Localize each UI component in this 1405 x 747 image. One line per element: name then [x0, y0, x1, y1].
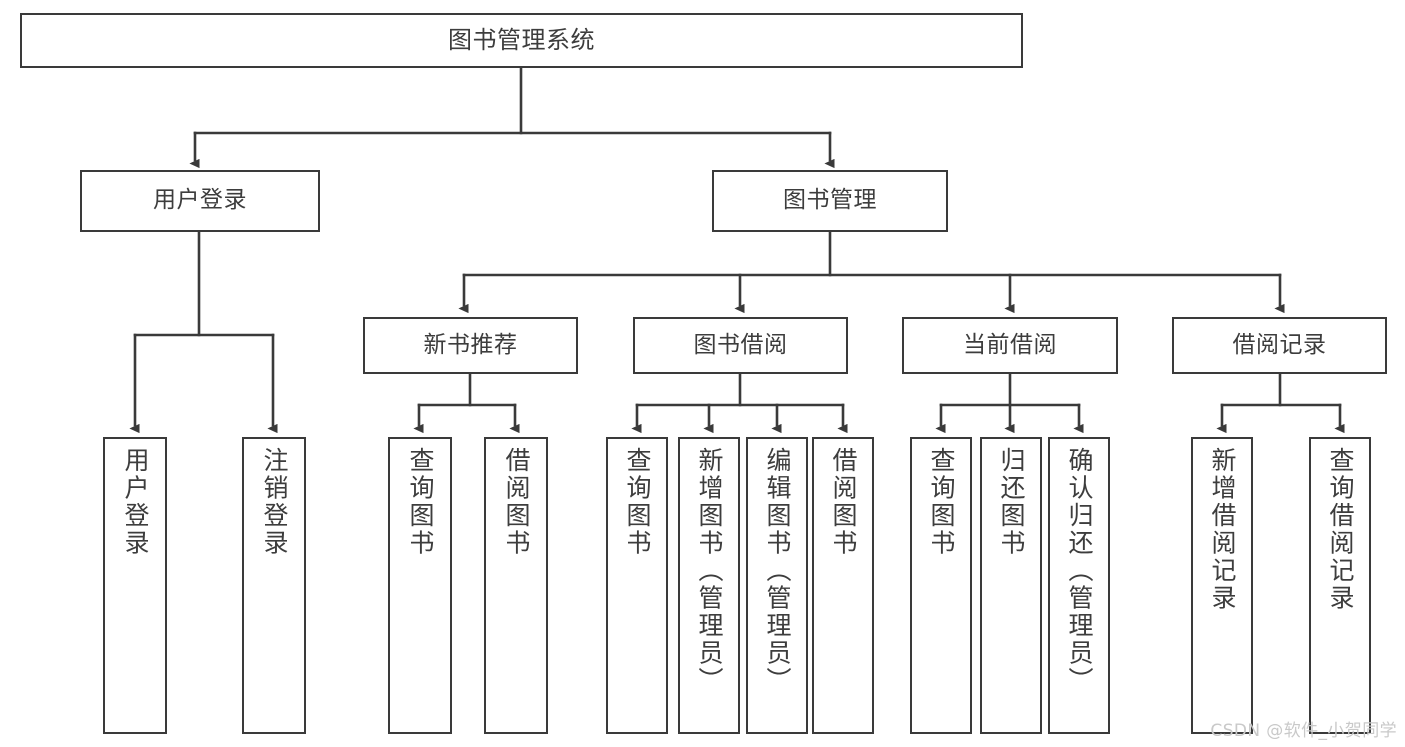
node-label: 编辑图书（管理员） — [763, 447, 792, 695]
node-book-borrow[interactable]: 图书借阅 — [633, 317, 848, 374]
node-label: 新书推荐 — [423, 331, 518, 358]
node-leaf-query-book-2[interactable]: 查询图书 — [606, 437, 668, 734]
node-label: 注销登录 — [260, 447, 289, 557]
node-leaf-add-book[interactable]: 新增图书（管理员） — [678, 437, 740, 734]
node-label: 查询图书 — [927, 447, 956, 557]
csdn-watermark: CSDN @软件_小贺同学 — [1210, 721, 1397, 741]
node-leaf-confirm-return[interactable]: 确认归还（管理员） — [1048, 437, 1110, 734]
node-label: 借阅图书 — [829, 447, 858, 557]
node-label: 查询图书 — [623, 447, 652, 557]
node-label: 图书借阅 — [693, 331, 788, 358]
node-leaf-query-record[interactable]: 查询借阅记录 — [1309, 437, 1371, 734]
node-label: 图书管理 — [783, 187, 877, 214]
node-label: 新增借阅记录 — [1208, 447, 1237, 612]
node-leaf-borrow-book-1[interactable]: 借阅图书 — [484, 437, 548, 734]
node-label: 图书管理系统 — [448, 26, 595, 55]
node-current-borrow[interactable]: 当前借阅 — [902, 317, 1118, 374]
node-leaf-query-book-3[interactable]: 查询图书 — [910, 437, 972, 734]
node-leaf-return-book[interactable]: 归还图书 — [980, 437, 1042, 734]
node-label: 当前借阅 — [963, 331, 1057, 358]
node-label: 查询图书 — [406, 447, 435, 557]
node-user-login[interactable]: 用户登录 — [80, 170, 320, 232]
node-leaf-query-book-1[interactable]: 查询图书 — [388, 437, 452, 734]
node-new-book-recommend[interactable]: 新书推荐 — [363, 317, 578, 374]
node-book-management[interactable]: 图书管理 — [712, 170, 948, 232]
node-leaf-borrow-book-2[interactable]: 借阅图书 — [812, 437, 874, 734]
node-root-system[interactable]: 图书管理系统 — [20, 13, 1023, 68]
node-label: 用户登录 — [121, 447, 150, 557]
node-leaf-add-record[interactable]: 新增借阅记录 — [1191, 437, 1253, 734]
node-label: 借阅记录 — [1232, 331, 1327, 358]
node-label: 用户登录 — [153, 187, 247, 214]
node-label: 借阅图书 — [502, 447, 531, 557]
node-leaf-user-login[interactable]: 用户登录 — [103, 437, 167, 734]
node-label: 确认归还（管理员） — [1065, 447, 1094, 695]
node-leaf-edit-book[interactable]: 编辑图书（管理员） — [746, 437, 808, 734]
node-leaf-user-logout[interactable]: 注销登录 — [242, 437, 306, 734]
node-label: 归还图书 — [997, 447, 1026, 557]
node-label: 查询借阅记录 — [1326, 447, 1355, 612]
node-label: 新增图书（管理员） — [695, 447, 724, 695]
node-borrow-record[interactable]: 借阅记录 — [1172, 317, 1387, 374]
